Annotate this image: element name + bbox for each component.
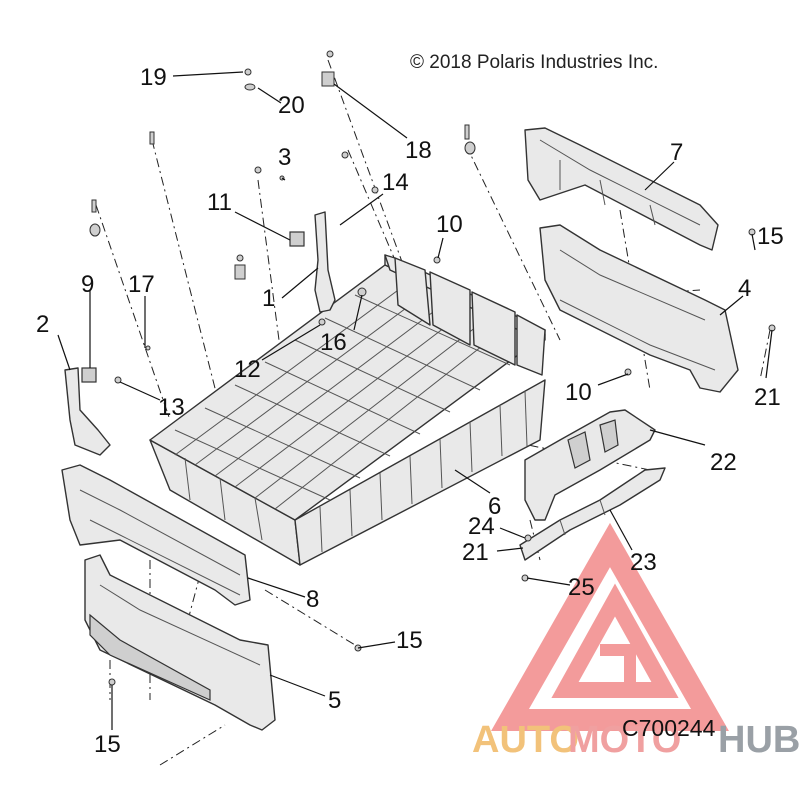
- callout-24: 24: [468, 513, 495, 540]
- callout-2: 2: [36, 311, 49, 338]
- callout-21-bottom: 21: [462, 539, 489, 566]
- callout-15-right: 15: [757, 223, 784, 250]
- callout-9: 9: [81, 271, 94, 298]
- callout-6: 6: [488, 493, 501, 520]
- callout-19: 19: [140, 64, 167, 91]
- callout-10-bottom: 10: [565, 379, 592, 406]
- drawing-number: C700244: [622, 715, 716, 741]
- part-8-front-panel: [61, 464, 251, 606]
- part-9-clamp: [81, 367, 97, 383]
- part-23-bracket: [519, 467, 666, 561]
- callout-15-bottom: 15: [94, 731, 121, 758]
- copyright-text: © 2018 Polaris Industries Inc.: [410, 52, 658, 73]
- callout-13: 13: [158, 394, 185, 421]
- part-2-bracket: [64, 367, 111, 456]
- part-5-front-lower: [84, 554, 276, 731]
- callout-21-right: 21: [754, 384, 781, 411]
- part-1-bracket: [314, 211, 336, 313]
- callout-10-top: 10: [436, 211, 463, 238]
- callout-3: 3: [278, 144, 291, 171]
- callout-17: 17: [128, 271, 155, 298]
- callout-16: 16: [320, 329, 347, 356]
- part-11-clamp: [289, 231, 305, 247]
- callout-5: 5: [328, 687, 341, 714]
- cargo-box-tub: [149, 254, 546, 566]
- callout-labels: 19 20 18 3 14 11 1 12 16 10 7 15 4 10 21…: [36, 64, 784, 758]
- callout-25: 25: [568, 574, 595, 601]
- part-7-rear-cap: [524, 127, 719, 251]
- part-22-shield: [524, 409, 656, 521]
- leader-lines: [57, 71, 773, 730]
- callout-8: 8: [306, 586, 319, 613]
- callout-23: 23: [630, 549, 657, 576]
- watermark-word-auto: AUTO: [472, 719, 579, 761]
- callout-4: 4: [738, 275, 751, 302]
- callout-20: 20: [278, 92, 305, 119]
- callout-15-middle: 15: [396, 627, 423, 654]
- watermark-word-hub: HUB: [718, 719, 800, 761]
- part-4-rear-panel: [539, 224, 739, 393]
- callout-14: 14: [382, 169, 409, 196]
- callout-7: 7: [670, 139, 683, 166]
- callout-1: 1: [262, 285, 275, 312]
- callout-18: 18: [405, 137, 432, 164]
- callout-22: 22: [710, 449, 737, 476]
- watermark-logo: [491, 522, 729, 731]
- callout-11: 11: [207, 189, 232, 216]
- fasteners: [89, 50, 776, 686]
- alignment-lines: [95, 59, 771, 766]
- watermark-word-moto: MOTO: [568, 719, 681, 761]
- callout-12: 12: [234, 356, 261, 383]
